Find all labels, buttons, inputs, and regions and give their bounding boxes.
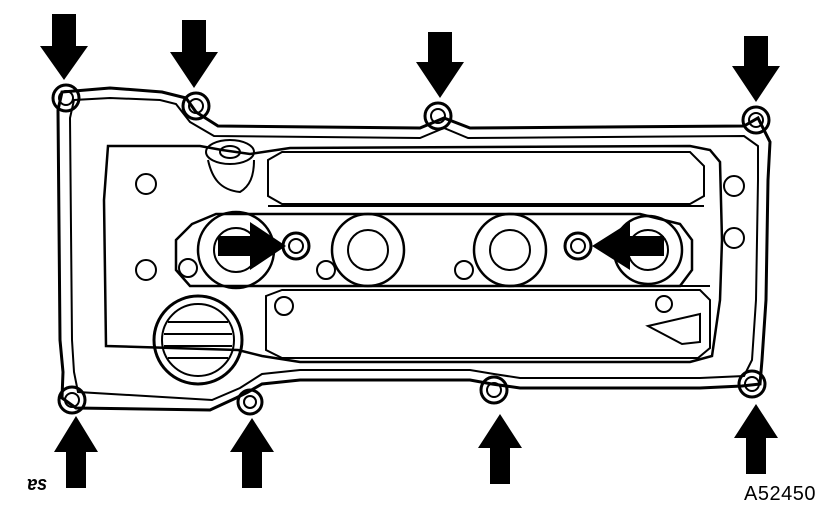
small-hole xyxy=(454,260,474,280)
filler-boss xyxy=(205,139,255,165)
arrow-up-icon xyxy=(54,416,98,488)
small-hole xyxy=(135,259,157,281)
oil-filler-cap-inner xyxy=(161,303,235,377)
bolt-9 xyxy=(479,375,509,405)
oil-filler-cap-outer xyxy=(152,294,244,386)
bolt-7 xyxy=(57,385,87,415)
plug-tube-3 xyxy=(472,212,548,288)
filler-boss-neck xyxy=(207,159,255,194)
arrow-down-icon xyxy=(170,20,218,88)
plug-tube-2 xyxy=(330,212,406,288)
bolt-1 xyxy=(51,83,81,113)
arrow-down-icon xyxy=(416,32,464,98)
small-hole xyxy=(135,173,157,195)
arrows xyxy=(40,14,780,488)
small-hole xyxy=(178,258,198,278)
plug-bay-outline xyxy=(174,212,694,288)
small-hole xyxy=(723,227,745,249)
arrow-down-icon xyxy=(40,14,88,80)
lower-rib-wedge xyxy=(645,312,701,346)
bolt-8 xyxy=(236,388,264,416)
arrow-right-icon xyxy=(218,222,286,270)
small-hole xyxy=(316,260,336,280)
bolt-6 xyxy=(563,231,593,261)
figure-code: A52450 xyxy=(744,483,816,505)
cover-inner-outline xyxy=(68,96,759,402)
small-hole xyxy=(723,175,745,197)
upper-rib-panel xyxy=(267,151,705,205)
plug-tube-2-inner xyxy=(347,229,389,271)
cover-top-body xyxy=(102,144,724,364)
small-hole xyxy=(274,296,294,316)
corner-mark: ɐs xyxy=(27,473,48,495)
arrow-left-icon xyxy=(592,222,664,270)
bolt-2 xyxy=(181,91,211,121)
small-holes xyxy=(135,173,745,316)
arrow-up-icon xyxy=(734,404,778,474)
cover-outer-outline xyxy=(56,86,772,412)
small-hole xyxy=(655,295,673,313)
bolts xyxy=(51,83,771,416)
lower-rib-panel xyxy=(265,289,711,359)
plug-tube-3-inner xyxy=(489,229,531,271)
bolt-4 xyxy=(741,105,771,135)
arrow-up-icon xyxy=(230,418,274,488)
bolt-10 xyxy=(737,369,767,399)
bolt-3 xyxy=(423,101,453,131)
bolt-5 xyxy=(281,231,311,261)
filler-boss-hole xyxy=(219,145,241,159)
arrow-up-icon xyxy=(478,414,522,484)
oil-filler-cap xyxy=(152,294,244,386)
arrow-down-icon xyxy=(732,36,780,102)
